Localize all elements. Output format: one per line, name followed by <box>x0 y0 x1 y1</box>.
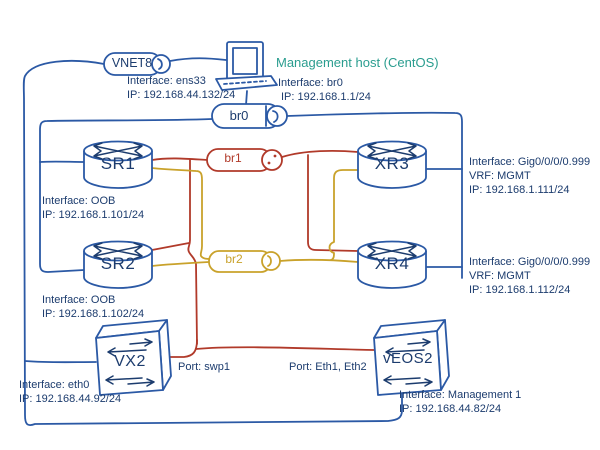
br0-bridge-icon <box>211 103 288 129</box>
vnet8-vx2-wire <box>24 360 97 364</box>
vx2-port: Port: swp1 <box>178 361 230 373</box>
br2-bridge-icon <box>208 250 281 273</box>
br1-vx2-wire <box>166 339 198 358</box>
sr1-ip: IP: 192.168.1.101/24 <box>42 209 145 221</box>
sr2-interface: Interface: OOB <box>42 294 116 306</box>
veos2-port: Port: Eth1, Eth2 <box>289 361 367 373</box>
xr4-vrf: VRF: MGMT <box>469 270 531 282</box>
veos2-interface: Interface: Management 1 <box>399 389 522 401</box>
host-ens33-interface: Interface: ens33 <box>127 75 206 87</box>
vnet8-network-icon <box>103 52 171 76</box>
veos2-ip: IP: 192.168.44.82/24 <box>399 403 502 415</box>
host-br0-wire <box>245 90 248 106</box>
vx2-interface: Interface: eth0 <box>19 379 90 391</box>
vnet8-label: VNET8 <box>111 56 153 70</box>
br1-veos2-wire <box>195 346 375 351</box>
xr4-ip: IP: 192.168.1.112/24 <box>469 284 571 296</box>
br2-xr4-wire <box>279 259 359 263</box>
br1-label: br1 <box>224 151 242 165</box>
br0-bus-left <box>39 118 213 273</box>
br1-xr4-wire <box>307 154 359 252</box>
br2-sr1-wire <box>151 167 212 260</box>
vnet8-loop-wire <box>22 60 403 427</box>
veos2-label: vEOS2 <box>382 350 434 367</box>
vx2-ip: IP: 192.168.44.92/24 <box>19 393 122 405</box>
br1-sr1-wire <box>151 157 208 161</box>
br1-xr3-wire <box>281 149 359 158</box>
br0-bus-right <box>286 111 463 279</box>
host-title: Management host (CentOS) <box>276 55 439 70</box>
xr3-ip: IP: 192.168.1.111/24 <box>469 184 570 196</box>
host-ens33-ip: IP: 192.168.44.132/24 <box>127 89 236 101</box>
sr1-label: SR1 <box>100 154 136 173</box>
vnet8-host-wire <box>169 57 227 62</box>
xr4-interface: Interface: Gig0/0/0/0.999 <box>469 256 591 268</box>
vx2-label: VX2 <box>114 353 146 370</box>
xr4-label: XR4 <box>374 254 410 273</box>
br2-label: br2 <box>225 252 243 266</box>
br1-sr2-wire <box>151 242 190 251</box>
host-br0-ip: IP: 192.168.1.1/24 <box>281 91 371 103</box>
br0-label: br0 <box>229 108 249 123</box>
xr3-interface: Interface: Gig0/0/0/0.999 <box>469 156 591 168</box>
sr2-label: SR2 <box>100 254 136 273</box>
sr2-ip: IP: 192.168.1.102/24 <box>42 308 145 320</box>
management-host-icon <box>215 41 278 91</box>
br1-bridge-icon <box>206 148 283 172</box>
xr3-vrf: VRF: MGMT <box>469 170 531 182</box>
sr1-interface: Interface: OOB <box>42 195 116 207</box>
br2-xr3-wire <box>328 169 359 261</box>
xr3-label: XR3 <box>374 154 410 173</box>
br2-sr2-wire <box>151 261 210 267</box>
br1-drop-left-wire <box>187 159 198 345</box>
host-br0-interface: Interface: br0 <box>278 77 343 89</box>
